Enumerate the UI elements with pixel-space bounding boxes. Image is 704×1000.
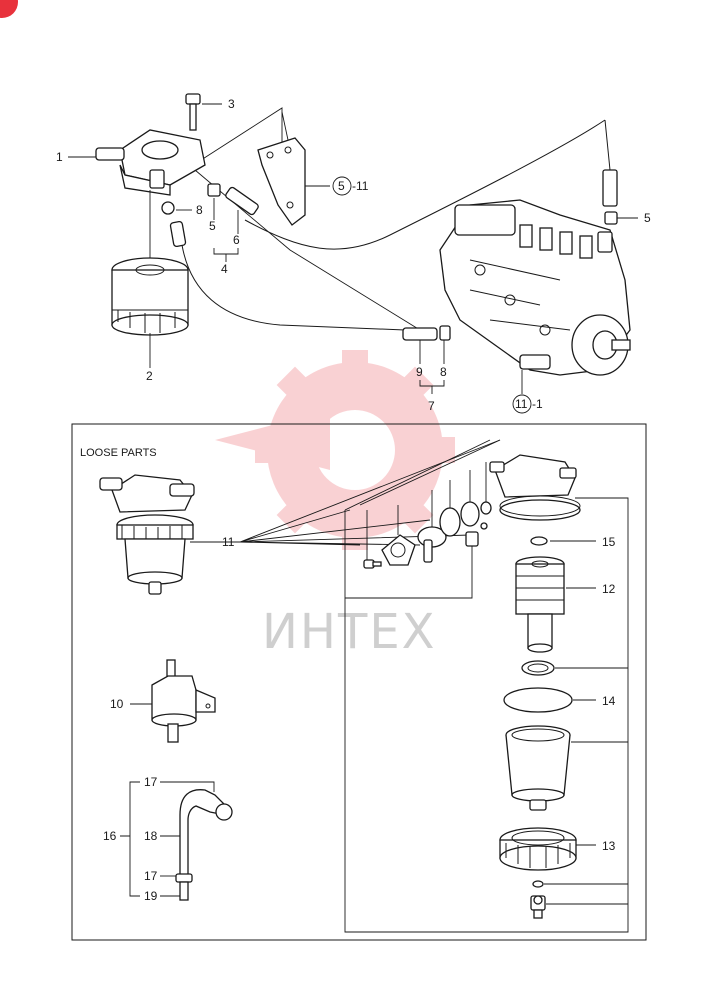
callout-19: 19 (144, 889, 158, 903)
hose-segment-9 (402, 327, 438, 341)
callout-6: 6 (233, 233, 240, 247)
callout-13: 13 (602, 839, 616, 853)
clip-5-right (604, 211, 618, 225)
hose-segment-5 (602, 169, 618, 207)
bracket-5-11 (257, 137, 306, 226)
injection-pump-11-1 (439, 199, 631, 376)
watermark-text: ИНТЕХ (262, 604, 437, 660)
loose-parts-frame (71, 423, 647, 941)
filter-bowl (505, 725, 571, 811)
seal-ring (521, 660, 555, 676)
hose-assembly-16 (175, 789, 233, 901)
callout-2: 2 (146, 369, 153, 383)
callout-11-1: 11 (515, 397, 528, 411)
hose-6 (225, 186, 259, 216)
bolt-3 (185, 93, 201, 131)
cover-plate (381, 534, 416, 566)
callout-9: 9 (416, 365, 423, 379)
ring-nut-13 (499, 827, 577, 871)
callout-1: 1 (56, 150, 63, 164)
callout-11: 11 (222, 535, 235, 549)
fuel-filter-assembly-11 (99, 474, 195, 595)
o-ring-drain (532, 880, 544, 888)
callout-8b: 8 (440, 365, 447, 379)
fitting-nut (465, 531, 479, 547)
clamp-8 (161, 201, 175, 215)
callout-15: 15 (602, 535, 616, 549)
drain-plug (530, 895, 546, 919)
watermark-logo (215, 350, 455, 550)
filter-element-12 (515, 556, 565, 653)
fuel-filter-10 (151, 659, 216, 743)
clip-8-pump (439, 325, 451, 341)
callout-12: 12 (602, 582, 616, 596)
callout-5-11: 5 (338, 179, 345, 193)
corner-badge (0, 0, 18, 18)
callout-8a: 8 (196, 203, 203, 217)
filter-head-cover (489, 454, 581, 521)
callout-5-11-suffix: -11 (352, 179, 369, 193)
lever-part (417, 526, 447, 563)
callout-16: 16 (103, 829, 117, 843)
callout-4: 4 (221, 262, 228, 276)
fuel-hose-supply (181, 244, 406, 331)
washer-small (480, 501, 492, 515)
callout-18: 18 (144, 829, 158, 843)
callout-11-1-suffix: -1 (532, 397, 543, 411)
o-ring-tiny (480, 522, 488, 530)
callout-5a: 5 (209, 219, 216, 233)
o-ring-14 (503, 687, 573, 713)
gasket-ring (460, 501, 480, 527)
screw-small (363, 559, 382, 569)
o-ring-15 (530, 536, 548, 546)
callout-17a: 17 (144, 775, 158, 789)
callout-10: 10 (110, 697, 124, 711)
callout-14: 14 (602, 694, 616, 708)
filter-element-2 (111, 257, 189, 336)
callout-3: 3 (228, 97, 235, 111)
hose-short (169, 220, 187, 248)
fuel-hose-return (244, 119, 606, 250)
callout-7: 7 (428, 399, 435, 413)
filter-head-1 (95, 129, 206, 196)
o-ring-large (439, 507, 461, 537)
clamp-5-left (207, 183, 221, 197)
callout-17b: 17 (144, 869, 158, 883)
loose-parts-title: LOOSE PARTS (80, 447, 157, 459)
callout-5b: 5 (644, 211, 651, 225)
